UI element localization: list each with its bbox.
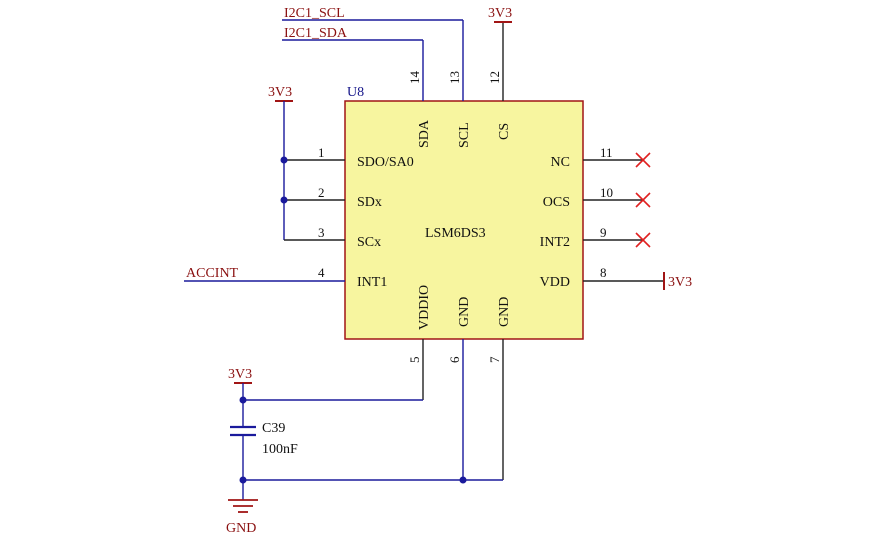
pin-number-8: 8 xyxy=(600,265,607,280)
pin-name-scl: SCL xyxy=(457,122,472,148)
power-label-cap: 3V3 xyxy=(228,367,252,382)
pin-number-12: 12 xyxy=(487,71,502,84)
pin-number-6: 6 xyxy=(447,356,462,363)
pin-name-sdo-sa0: SDO/SA0 xyxy=(357,155,414,170)
ground-symbol xyxy=(228,499,258,513)
no-connect-pin11 xyxy=(635,152,651,168)
junction-dot-pin2 xyxy=(280,196,288,204)
pin-name-sda: SDA xyxy=(417,119,432,148)
pin-name-gnd-7: GND xyxy=(497,297,512,327)
no-connect-pin9 xyxy=(635,232,651,248)
junction-dot-gnd xyxy=(459,476,467,484)
pin-name-ocs: OCS xyxy=(543,195,570,210)
pin-name-nc: NC xyxy=(551,155,570,170)
pin-number-14: 14 xyxy=(407,71,422,85)
capacitor-value: 100nF xyxy=(262,442,298,457)
pin-number-7: 7 xyxy=(487,356,502,363)
pin-name-cs: CS xyxy=(497,123,512,140)
junction-dot-cap-gnd xyxy=(239,476,247,484)
net-label-accint: ACCINT xyxy=(186,266,239,281)
pin-number-2: 2 xyxy=(318,185,325,200)
pin-name-gnd-6: GND xyxy=(457,297,472,327)
pin-name-sdx: SDx xyxy=(357,195,382,210)
no-connect-pin10 xyxy=(635,192,651,208)
pin-number-10: 10 xyxy=(600,185,613,200)
pin-number-5: 5 xyxy=(407,357,422,364)
pin-name-int1: INT1 xyxy=(357,275,387,290)
junction-dot-vddio xyxy=(239,396,247,404)
pin-name-scx: SCx xyxy=(357,235,381,250)
power-label-top: 3V3 xyxy=(488,6,512,21)
capacitor-ref: C39 xyxy=(262,421,285,436)
pin-number-9: 9 xyxy=(600,225,607,240)
ground-label: GND xyxy=(226,521,256,536)
net-label-i2c-sda: I2C1_SDA xyxy=(284,26,348,41)
pin-number-11: 11 xyxy=(600,145,613,160)
pin-name-int2: INT2 xyxy=(540,235,570,250)
pin-number-3: 3 xyxy=(318,225,325,240)
junction-dot-pin1 xyxy=(280,156,288,164)
component-ref: U8 xyxy=(347,85,364,100)
net-label-i2c-scl: I2C1_SCL xyxy=(284,6,345,21)
pin-name-vddio: VDDIO xyxy=(417,285,432,330)
pin-number-4: 4 xyxy=(318,265,325,280)
power-label-left: 3V3 xyxy=(268,85,292,100)
pin-name-vdd: VDD xyxy=(540,275,570,290)
pin-number-1: 1 xyxy=(318,145,325,160)
pin-number-13: 13 xyxy=(447,71,462,84)
ic-body xyxy=(344,100,584,340)
power-label-right: 3V3 xyxy=(668,275,692,290)
component-part: LSM6DS3 xyxy=(425,226,486,241)
